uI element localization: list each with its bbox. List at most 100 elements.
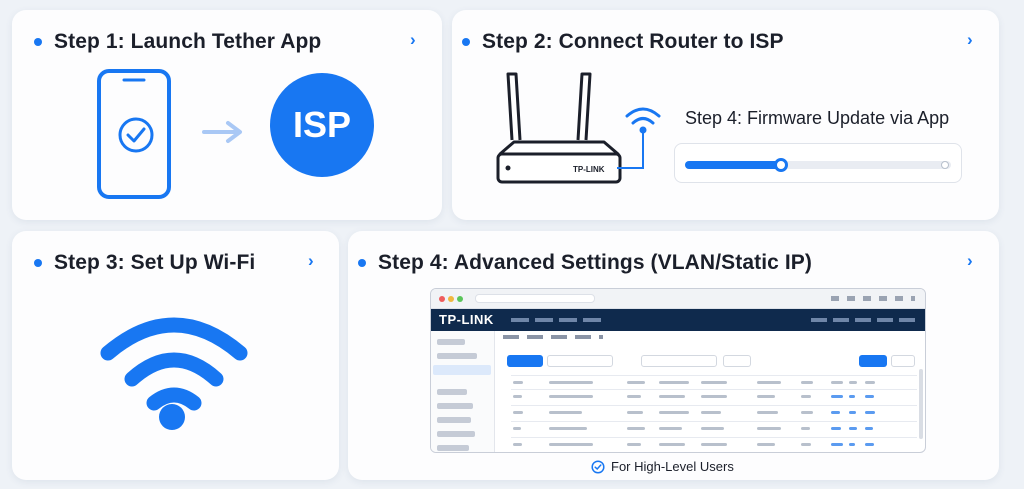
- table-cell: [549, 395, 593, 398]
- table-cell: [757, 411, 778, 414]
- firmware-title: Step 4: Firmware Update via App: [685, 108, 950, 128]
- content-tabs: [503, 335, 603, 339]
- progress-knob[interactable]: [774, 158, 788, 172]
- sidebar-item-active[interactable]: [433, 365, 491, 375]
- table-row[interactable]: [511, 421, 917, 422]
- window-close-dot[interactable]: [439, 296, 445, 302]
- table-cell: [659, 395, 686, 398]
- admin-dashboard[interactable]: TP-LINK: [430, 288, 926, 453]
- wifi-icon: [100, 317, 248, 430]
- table-cell: [801, 427, 810, 430]
- sidebar-item[interactable]: [437, 353, 477, 359]
- table-header-cell: [513, 381, 523, 384]
- firmware-progress-fill: [685, 161, 781, 169]
- card-step-2[interactable]: Step 2: Connect Router to ISP › TP-LINK …: [452, 10, 999, 220]
- table-header-cell: [801, 381, 813, 384]
- table-header-cell: [701, 381, 727, 384]
- table-cell: [865, 427, 873, 430]
- footer-note: For High-Level Users: [591, 459, 734, 474]
- table-header-cell: [865, 381, 875, 384]
- table-cell: [801, 411, 813, 414]
- table-cells: [431, 289, 925, 452]
- table-cell: [831, 443, 843, 446]
- bullet-icon: [358, 259, 366, 267]
- table-cell: [549, 411, 582, 414]
- table-cell: [757, 427, 781, 430]
- step-2-title: Step 2: Connect Router to ISP: [462, 30, 784, 54]
- table-cell: [849, 427, 857, 430]
- table-header-cell: [627, 381, 645, 384]
- table-cell: [701, 427, 724, 430]
- dashboard-navbar: TP-LINK: [431, 309, 925, 331]
- status-dropdown[interactable]: [723, 355, 751, 367]
- sidebar-item[interactable]: [437, 389, 467, 395]
- bullet-icon: [34, 38, 42, 46]
- table-cell: [513, 443, 522, 446]
- dashboard-sidebar: [431, 331, 495, 452]
- search-field[interactable]: [641, 355, 717, 367]
- cancel-button[interactable]: [891, 355, 915, 367]
- window-max-dot[interactable]: [457, 296, 463, 302]
- table-cell: [701, 411, 721, 414]
- table-row[interactable]: [511, 437, 917, 438]
- browser-bar: [431, 289, 925, 309]
- check-circle-icon: [118, 117, 154, 153]
- phone-icon: [97, 69, 171, 199]
- scrollbar[interactable]: [919, 369, 923, 439]
- window-min-dot[interactable]: [448, 296, 454, 302]
- table-cell: [627, 411, 643, 414]
- chevron-right-icon[interactable]: ›: [967, 30, 973, 49]
- table-cell: [865, 411, 875, 414]
- sidebar-item[interactable]: [437, 403, 473, 409]
- save-button[interactable]: [859, 355, 887, 367]
- progress-end-dot: [941, 161, 949, 169]
- nav-links: [511, 318, 601, 322]
- check-circle-icon: [591, 459, 605, 474]
- step-1-title: Step 1: Launch Tether App: [34, 30, 321, 54]
- sidebar-item[interactable]: [437, 431, 475, 437]
- table-cell: [849, 395, 855, 398]
- table-cell: [659, 411, 689, 414]
- table-cell: [801, 443, 812, 446]
- primary-button[interactable]: [507, 355, 543, 367]
- table-header-cell: [659, 381, 689, 384]
- table-cell: [757, 443, 775, 446]
- table-row[interactable]: [511, 389, 917, 390]
- step-1-title-text: Step 1: Launch Tether App: [54, 30, 322, 53]
- table-cell: [801, 395, 812, 398]
- router-brand: TP-LINK: [573, 165, 605, 174]
- sidebar-item[interactable]: [437, 339, 465, 345]
- card-step-1[interactable]: Step 1: Launch Tether App › ISP: [12, 10, 442, 220]
- table-cell: [849, 411, 856, 414]
- table-cell: [831, 395, 843, 398]
- address-bar[interactable]: [475, 294, 595, 303]
- table-cell: [549, 427, 588, 430]
- table-row[interactable]: [511, 405, 917, 406]
- footer-text: For High-Level Users: [611, 459, 734, 474]
- table-cell: [865, 395, 874, 398]
- arrow-right-icon: [202, 121, 242, 143]
- table-cell: [659, 443, 686, 446]
- table-cell: [513, 427, 521, 430]
- card-step-3[interactable]: Step 3: Set Up Wi-Fi ›: [12, 231, 339, 480]
- table-cell: [627, 443, 641, 446]
- chevron-right-icon[interactable]: ›: [967, 251, 973, 270]
- sidebar-item[interactable]: [437, 417, 471, 423]
- chevron-right-icon[interactable]: ›: [410, 30, 416, 49]
- isp-label: ISP: [292, 104, 352, 145]
- table-header-cell: [549, 381, 593, 384]
- wifi-signal-icon: [625, 107, 661, 134]
- sidebar-item[interactable]: [437, 445, 469, 451]
- table-cell: [549, 443, 593, 446]
- step-2-title-text: Step 2: Connect Router to ISP: [482, 30, 784, 53]
- isp-circle: ISP: [270, 73, 374, 177]
- table-cell: [831, 411, 840, 414]
- table-cell: [659, 427, 682, 430]
- progress-rail: [685, 161, 951, 169]
- table-header-cell: [831, 381, 843, 384]
- filter-dropdown[interactable]: [547, 355, 613, 367]
- step-4-title-text: Step 4: Advanced Settings (VLAN/Static I…: [378, 251, 812, 274]
- table-cell: [831, 427, 842, 430]
- chevron-right-icon[interactable]: ›: [308, 251, 314, 270]
- step-3-title: Step 3: Set Up Wi-Fi: [34, 251, 255, 275]
